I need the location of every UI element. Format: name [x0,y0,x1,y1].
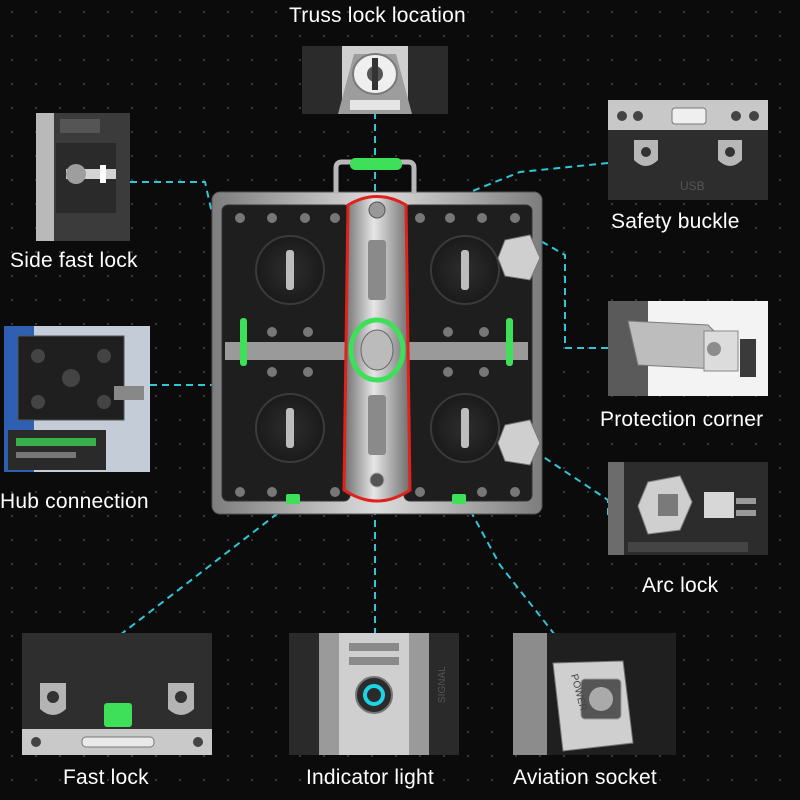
bottom-fast-lock-left [286,494,300,504]
photo-arc-lock [608,462,768,555]
screw [510,487,520,497]
photo-hub-connection [4,326,150,472]
label-arc-lock: Arc lock [642,574,719,597]
screw [235,487,245,497]
screw [479,327,489,337]
leader-fast-lock [119,499,296,636]
spine-indicator [369,472,385,488]
spine-hub [360,329,394,371]
screw [267,487,277,497]
label-hub-connection: Hub connection [0,490,149,513]
photo-fast-lock [22,633,212,755]
spine-slot [368,395,386,455]
photo-aviation-socket: POWER [513,633,676,755]
screw [300,213,310,223]
label-truss-lock-location: Truss lock location [289,4,466,27]
label-protection-corner: Protection corner [600,408,764,431]
right-crossbar [408,342,528,360]
screw [510,213,520,223]
screw [330,213,340,223]
bottom-fast-lock-right [452,494,466,504]
screw [330,487,340,497]
spine-slot [368,240,386,300]
dome-latch [286,250,294,290]
screw [479,367,489,377]
screw [415,213,425,223]
screw [235,213,245,223]
screw [267,213,277,223]
dome-latch [461,408,469,448]
photo-truss-lock [302,46,448,114]
screw [267,367,277,377]
screw [443,327,453,337]
handle-grip [350,158,402,170]
screw [443,367,453,377]
screw [477,487,487,497]
screw [267,327,277,337]
label-side-fast-lock: Side fast lock [10,249,138,272]
photo-indicator-light: SIGNAL [289,633,459,755]
dome-latch [461,250,469,290]
arc-lock-bottom [497,419,541,466]
leader-protection-corner [524,231,608,349]
photo-safety-buckle: USB [608,100,768,200]
label-fast-lock: Fast lock [63,766,149,789]
screw [445,213,455,223]
left-crossbar [225,342,345,360]
usb-stamp: USB [680,179,705,193]
right-green-lock [506,318,513,366]
label-safety-buckle: Safety buckle [611,210,740,233]
spine-green-ring [348,317,406,383]
signal-stamp: SIGNAL [437,666,448,703]
screw [415,487,425,497]
screw [303,367,313,377]
screw [303,327,313,337]
truss-point [368,201,386,219]
photo-protection-corner [608,301,768,396]
screw [477,213,487,223]
label-aviation-socket: Aviation socket [513,766,657,789]
left-green-lock [240,318,247,366]
dome-latch [286,408,294,448]
label-indicator-light: Indicator light [306,766,434,789]
arc-lock-top [497,234,541,281]
photo-side-fast-lock [36,113,130,241]
